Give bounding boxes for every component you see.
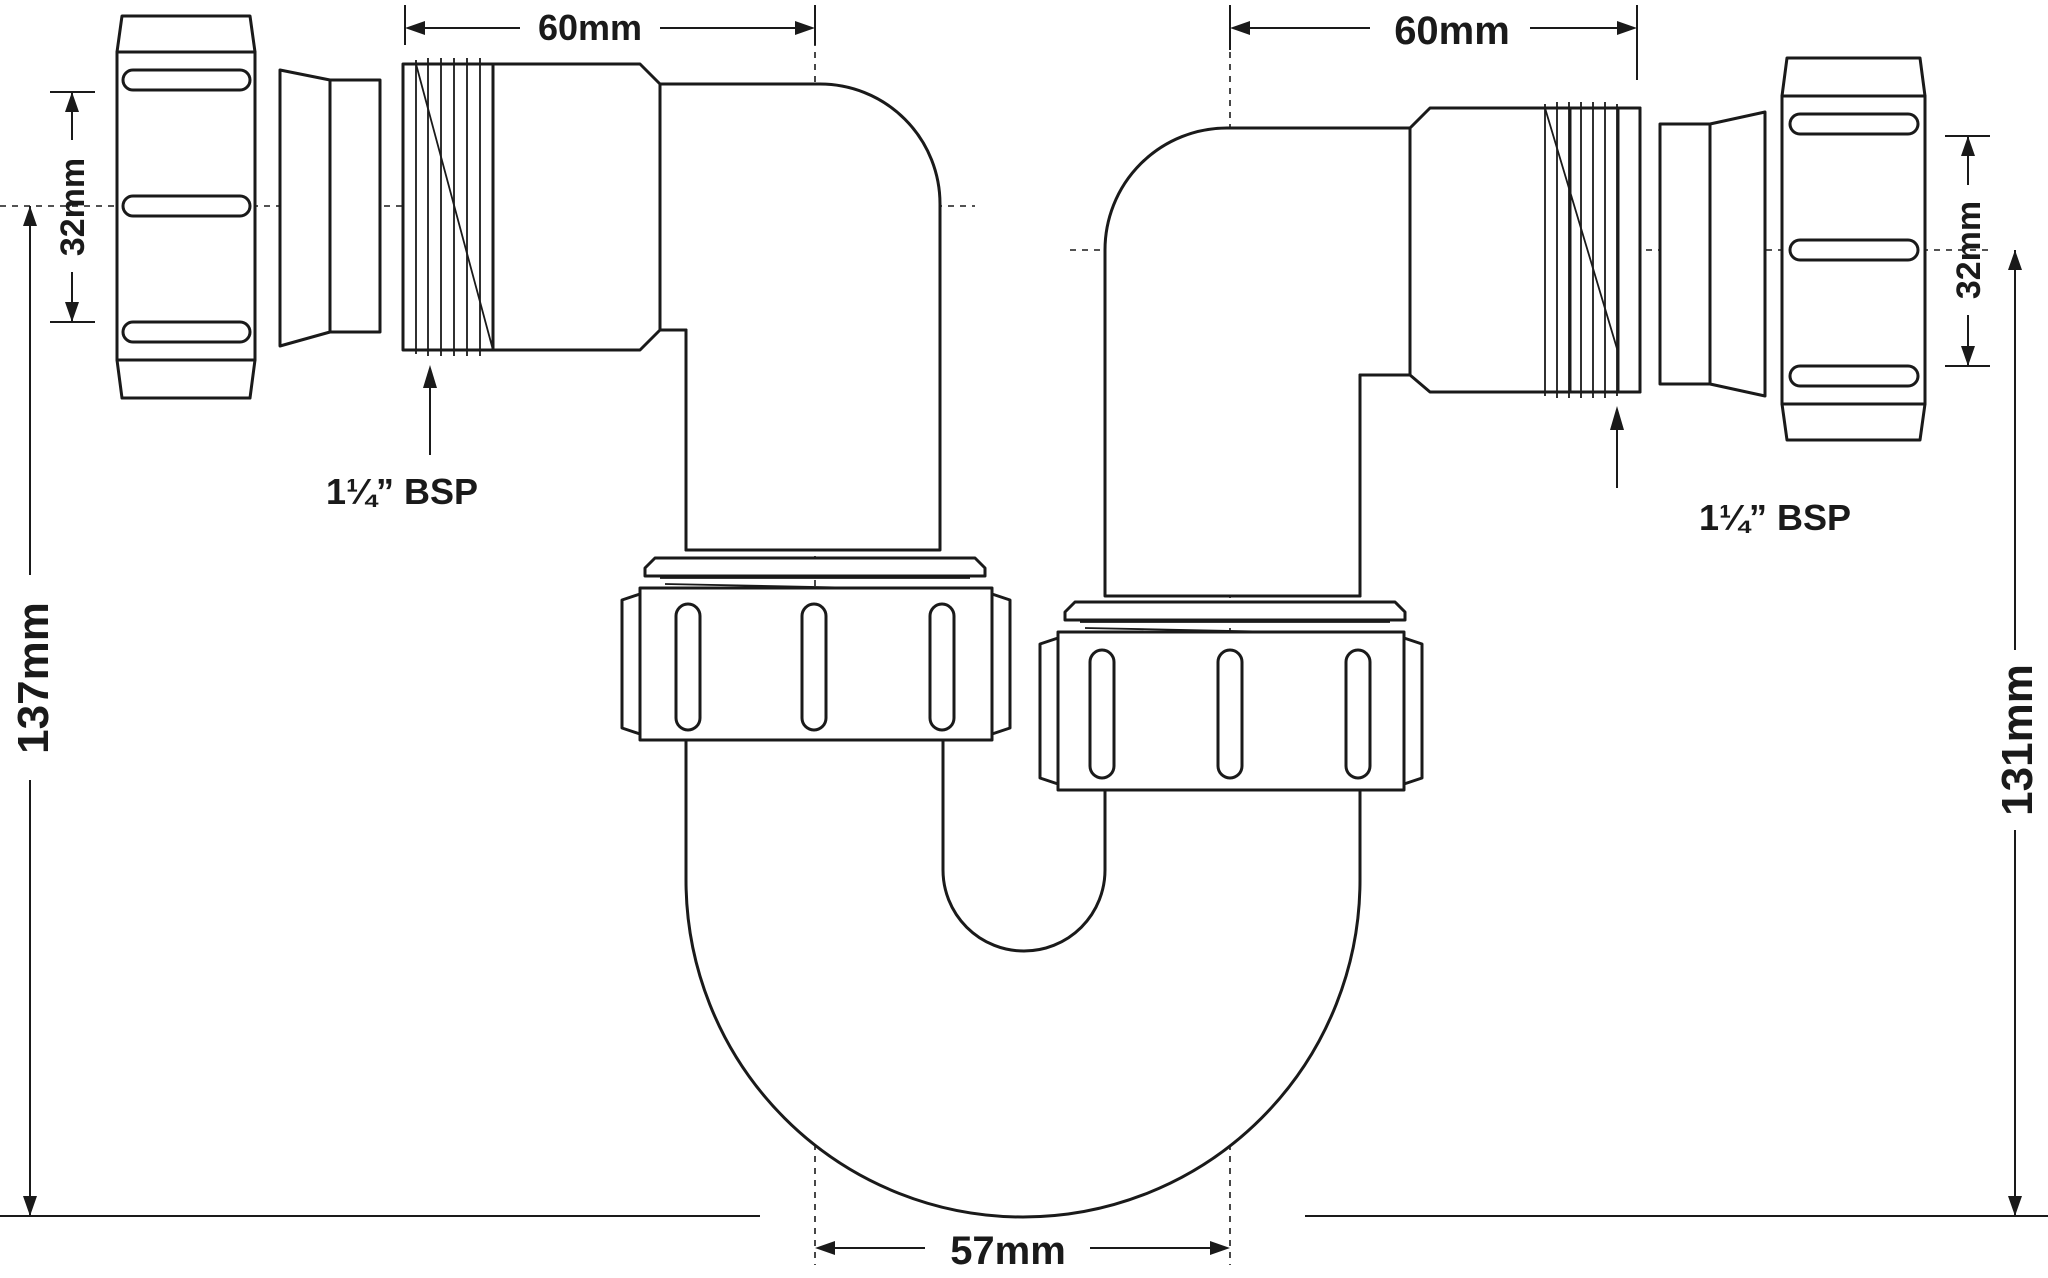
arrowhead [1961, 346, 1975, 366]
dim-label-left-diameter: 32mm [54, 158, 92, 256]
dim-label-top-right: 60mm [1394, 9, 1510, 53]
dim-label-left-height: 137mm [9, 602, 58, 754]
u-bend [684, 738, 1362, 1219]
left-nut-grip-1 [121, 68, 252, 92]
arrowhead [815, 1241, 835, 1255]
arrowhead [1610, 406, 1624, 430]
arrowhead [405, 21, 425, 35]
arrowhead [23, 206, 37, 226]
arrowhead [23, 1196, 37, 1216]
right-union-grip-2 [1216, 648, 1244, 780]
arrowhead [1617, 21, 1637, 35]
right-threaded-inlet [1408, 102, 1642, 398]
arrowhead [1961, 136, 1975, 156]
right-sealing-cone [1658, 110, 1767, 398]
dim-left-32mm: 32mm [50, 91, 95, 323]
right-union-grip-3 [1344, 648, 1372, 780]
right-nut-grip-2 [1788, 238, 1920, 262]
arrowhead [65, 92, 79, 112]
right-elbow-body [1103, 126, 1412, 598]
left-thread-section [401, 62, 495, 352]
left-elbow [658, 82, 942, 552]
left-elbow-body [658, 82, 942, 552]
u-bend-body [684, 738, 1362, 1219]
left-inlet-body [491, 62, 662, 352]
left-nut-grip-3 [121, 320, 252, 344]
left-compression-nut [115, 14, 257, 400]
dim-label-right-height: 131mm [1993, 664, 2042, 816]
right-thread-helix [1544, 107, 1631, 393]
right-bsp-callout: 1¼” BSP [1610, 406, 1851, 538]
right-inlet-body [1408, 106, 1572, 394]
left-thread-label: 1¼” BSP [326, 471, 478, 512]
dim-right-131mm: 131mm [1305, 250, 2048, 1217]
right-union-flange [1063, 600, 1407, 622]
dim-top-right-60mm: 60mm [1229, 5, 1638, 80]
dim-right-32mm: 32mm [1945, 135, 1990, 367]
right-compression-nut [1780, 56, 1927, 442]
dim-left-137mm: 137mm [0, 206, 760, 1217]
arrowhead [2008, 250, 2022, 270]
left-bsp-callout: 1¼” BSP [326, 365, 478, 512]
dim-label-top-left: 60mm [538, 7, 642, 48]
arrowhead [1210, 1241, 1230, 1255]
left-thread-helix [415, 63, 494, 351]
dim-top-left-60mm: 60mm [404, 5, 816, 48]
left-nut-grip-2 [121, 194, 252, 218]
right-inlet-lip [1616, 106, 1642, 394]
dim-label-bottom-spacing: 57mm [950, 1229, 1066, 1273]
dim-bottom-57mm: 57mm [815, 1229, 1230, 1273]
left-union-grip-1 [674, 602, 702, 732]
right-elbow [1103, 126, 1412, 598]
left-union-nut [620, 556, 1012, 742]
left-threaded-inlet [401, 58, 662, 356]
left-sealing-cone [278, 68, 382, 348]
arrowhead [423, 365, 437, 388]
arrowhead [65, 302, 79, 322]
left-union-grip-2 [800, 602, 828, 732]
right-union-grip-1 [1088, 648, 1116, 780]
arrowhead [795, 21, 815, 35]
right-nut-grip-3 [1788, 364, 1920, 388]
left-union-flange [643, 556, 987, 578]
right-union-nut [1038, 600, 1424, 792]
arrowhead [2008, 1196, 2022, 1216]
right-thread-label: 1¼” BSP [1699, 497, 1851, 538]
right-cone-body [1658, 110, 1767, 398]
right-nut-grip-1 [1788, 112, 1920, 136]
left-union-grip-3 [928, 602, 956, 732]
dim-label-right-diameter: 32mm [1950, 201, 1988, 299]
arrowhead [1230, 21, 1250, 35]
